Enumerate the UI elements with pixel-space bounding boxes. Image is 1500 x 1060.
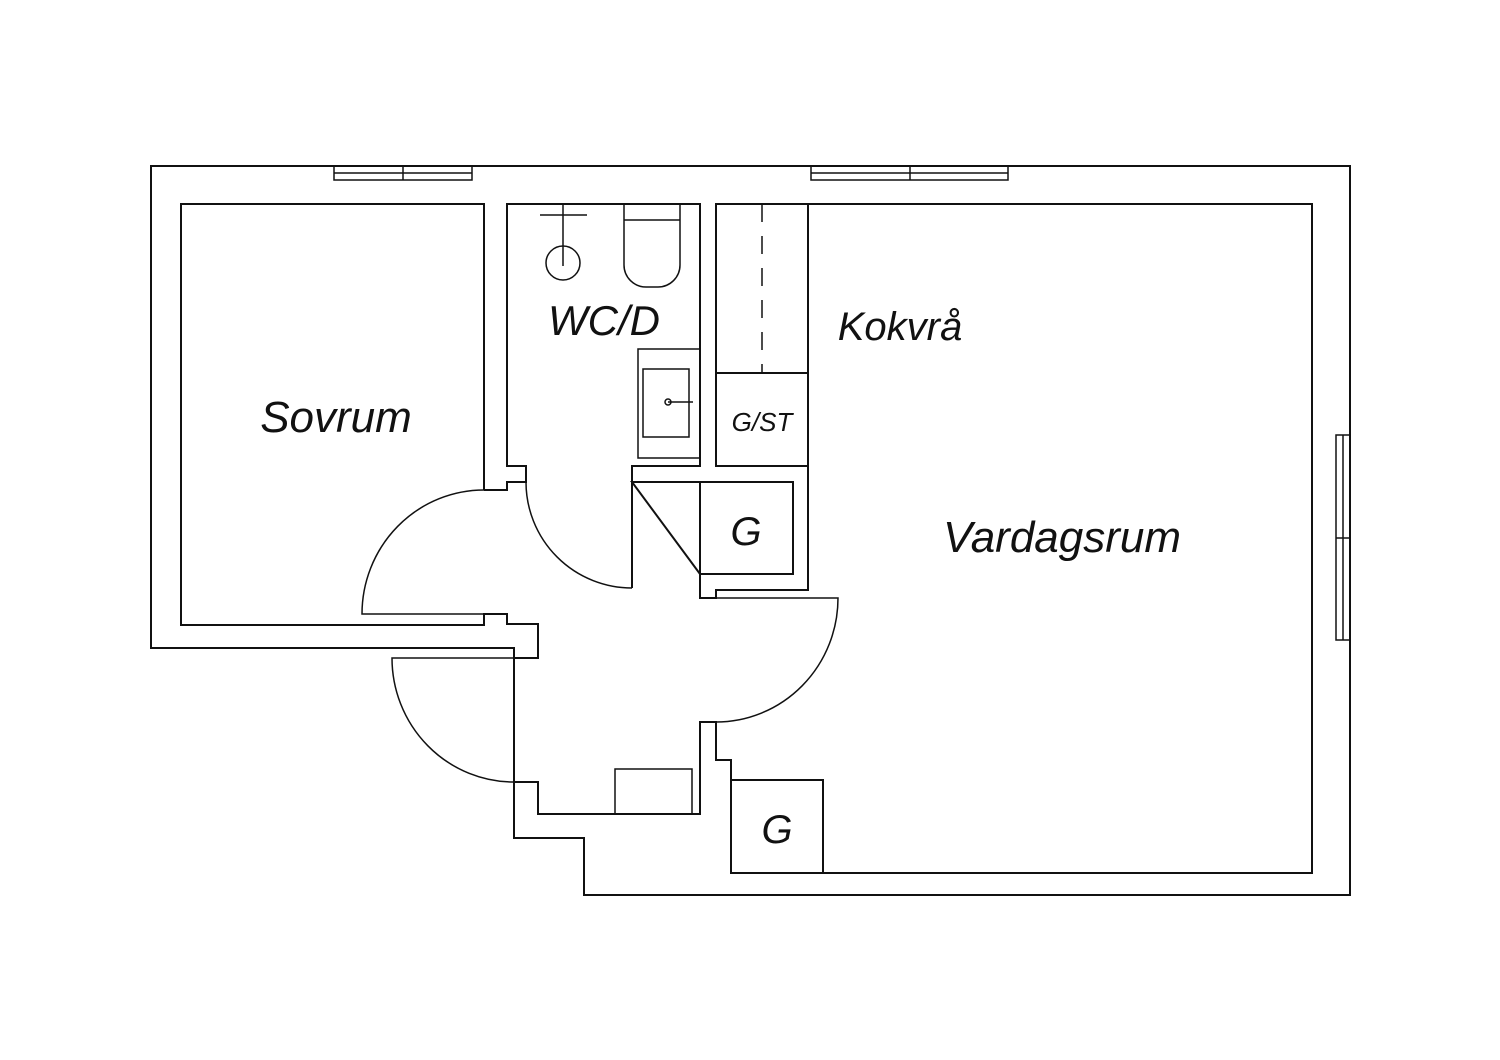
label-hall-closet: G <box>730 510 761 554</box>
label-living-closet: G <box>761 808 792 852</box>
room-label-kitchen: Kokvrå <box>838 305 963 349</box>
living-room-wall <box>514 203 1313 874</box>
room-label-living: Vardagsrum <box>943 513 1181 562</box>
window-living-right <box>1335 434 1351 641</box>
shower-icon <box>540 204 587 281</box>
outer-wall <box>150 165 1351 896</box>
window-living-top <box>810 165 1009 181</box>
hall-shelf <box>614 768 693 815</box>
living-closet <box>731 779 824 873</box>
bathroom-door <box>525 481 633 589</box>
window-bedroom <box>333 165 473 181</box>
entrance-door <box>391 657 515 783</box>
bathroom-wall <box>484 203 701 588</box>
room-label-bedroom: Sovrum <box>260 393 412 442</box>
hall-closet <box>630 204 809 599</box>
label-kitchen-storage: G/ST <box>732 407 795 437</box>
room-label-bathroom: WC/D <box>548 297 660 344</box>
living-room-door <box>715 597 839 723</box>
toilet-icon <box>623 204 681 288</box>
sink-icon <box>637 348 701 459</box>
bedroom-door <box>361 489 485 615</box>
